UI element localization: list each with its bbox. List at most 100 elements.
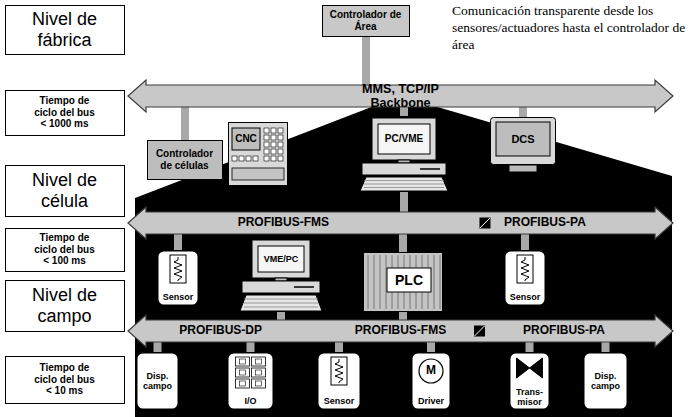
node-label: DCS: [511, 133, 534, 146]
cnc-key: [271, 135, 276, 140]
io-channel: [252, 368, 266, 377]
device-box: [505, 251, 546, 306]
node-label: Tiempo de ciclo del bus < 100 ms: [32, 232, 98, 267]
text-slot: PROFIBUS-FMS: [331, 320, 471, 342]
plc-slot: [440, 255, 441, 309]
screen-shape: [358, 116, 450, 192]
text-slot: Sensor: [158, 290, 198, 304]
io-terminal: [240, 359, 246, 364]
node-label: VME/PC: [264, 254, 299, 264]
field-display: Disp. campo: [136, 352, 179, 410]
text-slot: Driver: [412, 394, 450, 408]
text-slot: PROFIBUS-FMS: [213, 212, 353, 234]
resistor-zigzag: [174, 257, 182, 281]
pc-vme-computer: PC/VME: [358, 116, 450, 192]
plc-slot: [380, 255, 381, 309]
io-channel: [236, 379, 250, 388]
cnc-key: [264, 156, 269, 161]
io-terminal: [240, 381, 246, 386]
sensor-device: Sensor: [157, 250, 199, 306]
bus-name: PROFIBUS-PA: [523, 324, 605, 338]
valve-symbol: [517, 358, 543, 378]
cycle-time-label: Tiempo de ciclo del bus < 1000 ms: [5, 90, 125, 136]
cnc-screen: [232, 128, 260, 150]
plc-slot: [434, 255, 435, 309]
house-shape: [135, 96, 672, 417]
text-slot: Controlador de Área: [325, 8, 406, 33]
device-box: [137, 353, 179, 410]
text-slot: PROFIBUS-DP: [151, 320, 291, 342]
cell-controller: Controlador de células: [147, 140, 223, 180]
text-slot: CNC: [232, 128, 260, 150]
cnc-key: [232, 156, 237, 161]
cnc-key: [278, 128, 283, 133]
key-row: [244, 299, 318, 300]
system-unit: [242, 281, 320, 293]
coupler-diagonal: [480, 218, 490, 228]
device-label: M: [426, 364, 436, 378]
screen-shape: [238, 240, 324, 312]
key-row: [364, 184, 444, 185]
cnc-key: [264, 149, 269, 154]
device-box: [510, 353, 550, 410]
text-slot: VME/PC: [258, 246, 304, 272]
field-display: Disp. campo: [583, 352, 628, 410]
text-slot: Disp. campo: [138, 354, 177, 408]
level-label: Nivel de campo: [5, 280, 125, 332]
device-box: [318, 353, 361, 410]
cnc-key: [278, 142, 283, 147]
text-slot: Controlador de células: [150, 143, 219, 176]
io-terminal: [256, 370, 262, 375]
coupler-diagonal: [475, 326, 485, 336]
plc-slot: [386, 255, 387, 309]
text-slot: I/O: [228, 394, 273, 408]
cycle-time-label: Tiempo de ciclo del bus < 100 ms: [5, 228, 125, 272]
bus-name: MMS, TCP/IP Backbone: [331, 82, 471, 111]
level-label: Nivel de célula: [5, 165, 125, 217]
bus-shape: [128, 207, 673, 239]
key-row: [244, 307, 318, 308]
node-label: Nivel de fábrica: [8, 9, 121, 50]
screen-shape: [228, 122, 288, 186]
cell-bus: PROFIBUS-FMSPROFIBUS-PA: [128, 207, 673, 239]
cnc-key: [246, 156, 251, 161]
text-slot: Nivel de célula: [8, 168, 121, 213]
text-slot: M: [421, 361, 441, 381]
bus-segment-coupler: [475, 326, 485, 336]
node-label: Nivel de campo: [8, 285, 121, 326]
sensor-device: Sensor: [504, 250, 546, 306]
cnc-key: [264, 128, 269, 133]
key-row: [364, 187, 444, 188]
cycle-time-label: Tiempo de ciclo del bus < 10 ms: [5, 356, 125, 404]
node-label: Sensor: [510, 292, 541, 302]
sensor-symbol: [517, 255, 533, 283]
node-label: Tiempo de ciclo del bus < 10 ms: [32, 362, 98, 397]
cnc-key: [271, 156, 276, 161]
system-unit: [362, 163, 446, 175]
text-slot: Tiempo de ciclo del bus < 100 ms: [8, 231, 121, 268]
text-slot: Disp. campo: [585, 354, 626, 408]
plc-slot: [368, 255, 369, 309]
bus-name: PROFIBUS-FMS: [238, 216, 329, 230]
monitor-screen: [378, 124, 430, 154]
plc-rack: [364, 253, 443, 312]
node-label: Sensor: [324, 396, 355, 406]
text-slot: DCS: [496, 122, 550, 156]
node-label: Tiempo de ciclo del bus < 1000 ms: [32, 95, 98, 130]
plc-rack: PLC: [363, 252, 443, 312]
device-label: Driver: [418, 396, 444, 406]
plc-slot: [374, 255, 375, 309]
device-box: [158, 251, 199, 306]
io-channel: [252, 379, 266, 388]
cnc-key: [278, 149, 283, 154]
dcs-monitor: [491, 118, 556, 165]
bus-arrow: [128, 80, 673, 112]
screen-shape: [490, 117, 556, 173]
text-slot: PC/VME: [378, 124, 430, 154]
text-slot: PLC: [387, 268, 431, 292]
io-terminal: [240, 370, 246, 375]
cnc-unit: CNC: [228, 122, 288, 186]
device-box: [228, 353, 274, 410]
bus-name: PROFIBUS-FMS: [355, 324, 446, 338]
